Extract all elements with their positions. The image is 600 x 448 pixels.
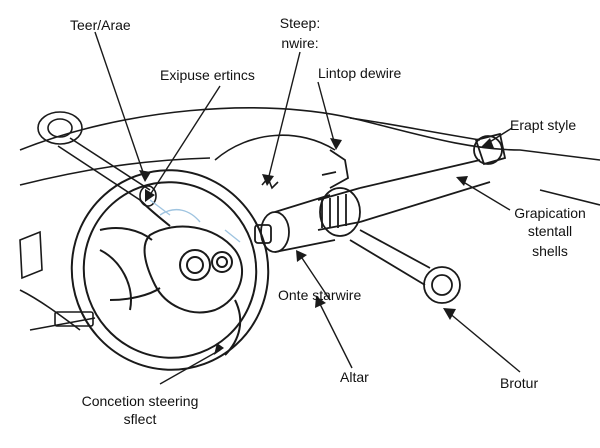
label-erapt-style: Erapt style [510,117,577,133]
steering-column [254,132,507,304]
steep-wire [214,134,336,190]
label-grapication-3: shells [532,243,568,259]
label-steep-wire-1: Steep: [279,15,321,31]
label-grapication-1: Grapication [514,205,586,221]
label-altar: Altar [340,369,369,385]
label-concetion-steering-2: sflect [123,411,157,427]
label-onte-starwire: Onte starwire [278,287,362,303]
leader-lines [94,31,521,385]
label-brotur: Brotur [500,375,539,391]
arrow-heads [139,138,494,355]
label-concetion-steering-1: Concetion steering [81,393,199,409]
label-grapication-2: stentall [527,223,573,239]
label-lintop-dewire: Lintop dewire [318,65,402,81]
label-teer-arae: Teer/Arae [70,17,131,33]
label-steep-wire-2: nwire: [281,35,319,51]
dashboard-outline [19,107,600,331]
label-exipuse-ertincs: Exipuse ertincs [160,67,255,83]
blue-accents [149,199,241,243]
upper-shaft [37,111,157,207]
steering-wheel [70,169,270,371]
